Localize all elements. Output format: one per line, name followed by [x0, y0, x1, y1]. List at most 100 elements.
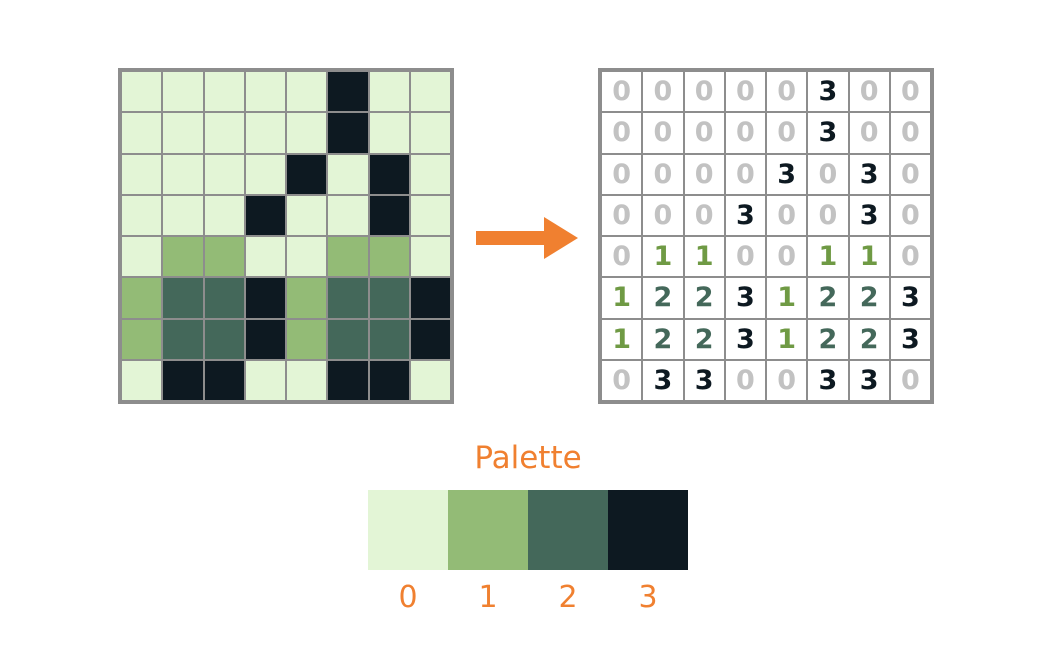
pixel-cell: [287, 154, 327, 194]
index-cell: 0: [890, 195, 930, 235]
index-cell: 3: [849, 360, 889, 400]
index-cell: 0: [602, 237, 642, 277]
index-cell: 0: [643, 113, 683, 153]
index-cell: 0: [725, 154, 765, 194]
index-cell: 0: [725, 113, 765, 153]
pixel-cell: [410, 237, 450, 277]
pixel-cell: [369, 319, 409, 359]
pixel-cell: [410, 72, 450, 112]
pixel-cell: [410, 113, 450, 153]
pixel-cell: [163, 237, 203, 277]
pixel-cell: [163, 360, 203, 400]
pixel-cell: [328, 360, 368, 400]
pixel-cell: [369, 72, 409, 112]
pixel-cell: [163, 154, 203, 194]
index-cell: 0: [684, 72, 724, 112]
index-cell: 1: [767, 319, 807, 359]
index-cell: 1: [602, 278, 642, 318]
pixel-cell: [287, 360, 327, 400]
pixel-cell: [410, 278, 450, 318]
pixel-cell: [204, 360, 244, 400]
pixel-cell: [122, 72, 162, 112]
index-cell: 3: [890, 278, 930, 318]
pixel-cell: [204, 154, 244, 194]
index-cell: 3: [767, 154, 807, 194]
pixel-cell: [287, 278, 327, 318]
palette-swatch-1: [448, 490, 528, 570]
index-cell: 0: [767, 195, 807, 235]
index-cell: 0: [808, 195, 848, 235]
index-cell: 1: [808, 237, 848, 277]
palette-labels: 0 1 2 3: [368, 580, 688, 615]
pixel-cell: [245, 195, 285, 235]
pixel-cell: [204, 195, 244, 235]
pixel-cell: [163, 195, 203, 235]
pixel-cell: [410, 319, 450, 359]
pixel-cell: [245, 237, 285, 277]
pixel-cell: [410, 360, 450, 400]
index-cell: 3: [684, 360, 724, 400]
index-cell: 2: [684, 319, 724, 359]
pixel-cell: [122, 278, 162, 318]
palette-label-0: 0: [398, 580, 418, 615]
pixel-cell: [369, 154, 409, 194]
index-cell: 1: [602, 319, 642, 359]
pixel-cell: [204, 237, 244, 277]
pixel-cell: [369, 360, 409, 400]
pixel-cell: [163, 113, 203, 153]
pixel-cell: [245, 360, 285, 400]
index-cell: 0: [602, 72, 642, 112]
pixel-cell: [287, 195, 327, 235]
index-cell: 0: [602, 154, 642, 194]
pixel-cell: [410, 195, 450, 235]
index-cell: 0: [849, 72, 889, 112]
index-cell: 0: [684, 113, 724, 153]
pixel-cell: [369, 113, 409, 153]
index-cell: 0: [890, 72, 930, 112]
pixel-cell: [245, 72, 285, 112]
pixel-cell: [328, 154, 368, 194]
index-cell: 0: [725, 237, 765, 277]
index-cell: 2: [808, 278, 848, 318]
index-cell: 0: [890, 113, 930, 153]
pixel-cell: [122, 154, 162, 194]
pixel-cell: [328, 278, 368, 318]
palette-swatch-3: [608, 490, 688, 570]
index-cell: 0: [725, 72, 765, 112]
index-cell: 0: [643, 154, 683, 194]
index-cell: 3: [890, 319, 930, 359]
pixel-cell: [163, 278, 203, 318]
index-cell: 0: [890, 237, 930, 277]
pixel-cell: [369, 278, 409, 318]
pixel-cell: [369, 195, 409, 235]
right-arrow-icon: [476, 217, 578, 259]
pixel-cell: [245, 278, 285, 318]
index-cell: 1: [849, 237, 889, 277]
index-cell: 0: [849, 113, 889, 153]
pixel-cell: [328, 113, 368, 153]
palette-swatch-0: [368, 490, 448, 570]
pixel-cell: [245, 154, 285, 194]
pixel-cell: [163, 72, 203, 112]
pixel-cell: [245, 113, 285, 153]
index-cell: 3: [725, 319, 765, 359]
index-cell: 1: [767, 278, 807, 318]
index-cell: 0: [684, 154, 724, 194]
palette-label-1: 1: [478, 580, 498, 615]
index-cell: 0: [890, 360, 930, 400]
index-cell: 3: [808, 72, 848, 112]
palette-swatches: [368, 490, 688, 570]
pixel-cell: [287, 113, 327, 153]
index-cell: 1: [643, 237, 683, 277]
index-cell: 0: [643, 72, 683, 112]
pixel-cell: [287, 237, 327, 277]
index-cell: 2: [643, 319, 683, 359]
pixel-cell: [410, 154, 450, 194]
pixel-cell: [163, 319, 203, 359]
index-cell: 0: [767, 113, 807, 153]
index-cell: 0: [767, 360, 807, 400]
pixel-cell: [122, 360, 162, 400]
pixel-cell: [122, 237, 162, 277]
index-cell: 0: [684, 195, 724, 235]
